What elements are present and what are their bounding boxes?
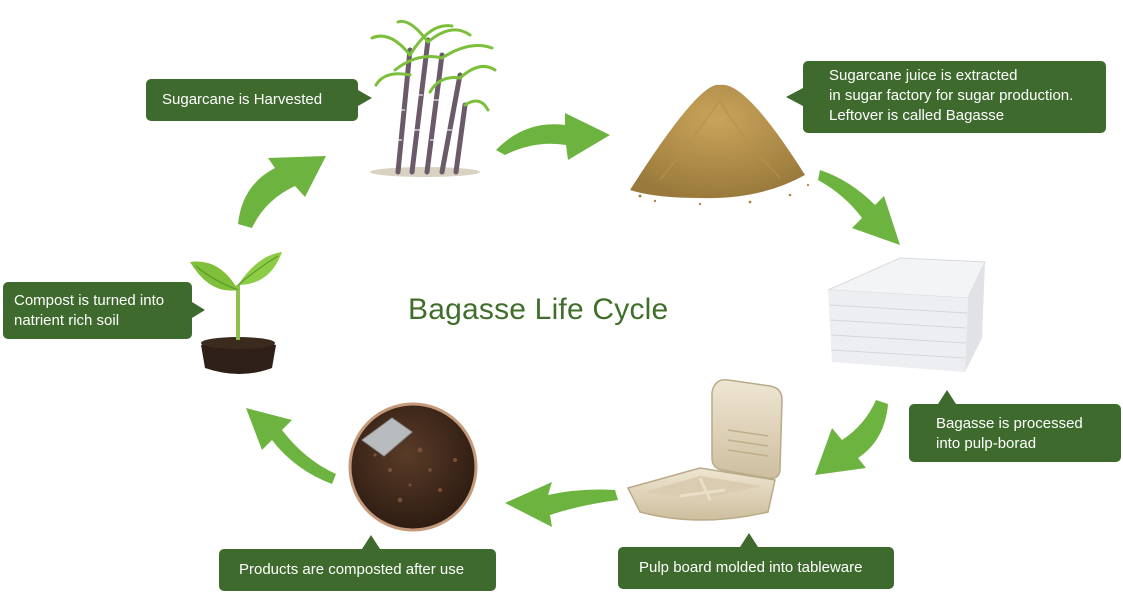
clamshell-container-image xyxy=(626,379,783,521)
callout-text: Compost is turned into xyxy=(14,292,165,309)
callout-text: Bagasse is processed xyxy=(936,415,1083,432)
cycle-arrows xyxy=(238,113,900,527)
arrow-4-icon xyxy=(505,482,618,527)
callout-tail xyxy=(192,302,205,318)
callout-text: Pulp board molded into tableware xyxy=(639,559,863,576)
callout-tail xyxy=(362,535,380,549)
callout-pulp-board: Bagasse is processed into pulp-borad xyxy=(909,404,1121,462)
compost-soil-image xyxy=(348,402,478,532)
callout-text: into pulp-borad xyxy=(936,435,1037,452)
callout-tail xyxy=(786,88,803,106)
callout-tail xyxy=(938,390,956,404)
callout-composted: Products are composted after use xyxy=(219,549,496,591)
bagasse-pile-image xyxy=(630,84,810,206)
callout-sugarcane-harvested: Sugarcane is Harvested xyxy=(146,79,358,121)
callout-text: natrient rich soil xyxy=(14,312,120,329)
callout-text: Products are composted after use xyxy=(239,561,465,578)
callout-text: in sugar factory for sugar production. xyxy=(829,87,1074,104)
arrow-5-icon xyxy=(246,408,336,484)
callout-juice-extracted: Sugarcane juice is extracted in sugar fa… xyxy=(803,61,1106,133)
callout-tail xyxy=(740,533,758,547)
callout-text: Leftover is called Bagasse xyxy=(829,107,1005,124)
arrow-6-icon xyxy=(238,156,326,228)
pulp-board-stack-image xyxy=(827,257,986,372)
callout-tableware: Pulp board molded into tableware xyxy=(618,547,894,589)
sugarcane-plant-image xyxy=(370,19,497,177)
callout-tail xyxy=(358,90,372,106)
callout-text: Sugarcane is Harvested xyxy=(162,91,323,108)
callout-text: Sugarcane juice is extracted xyxy=(829,67,1018,84)
arrow-1-icon xyxy=(496,113,610,160)
callout-nutrient-soil: Compost is turned into natrient rich soi… xyxy=(3,282,192,339)
arrow-3-icon xyxy=(815,400,888,475)
seedling-sprout-image xyxy=(190,252,282,374)
diagram-title: Bagasse Life Cycle xyxy=(408,293,669,326)
arrow-2-icon xyxy=(818,170,900,245)
